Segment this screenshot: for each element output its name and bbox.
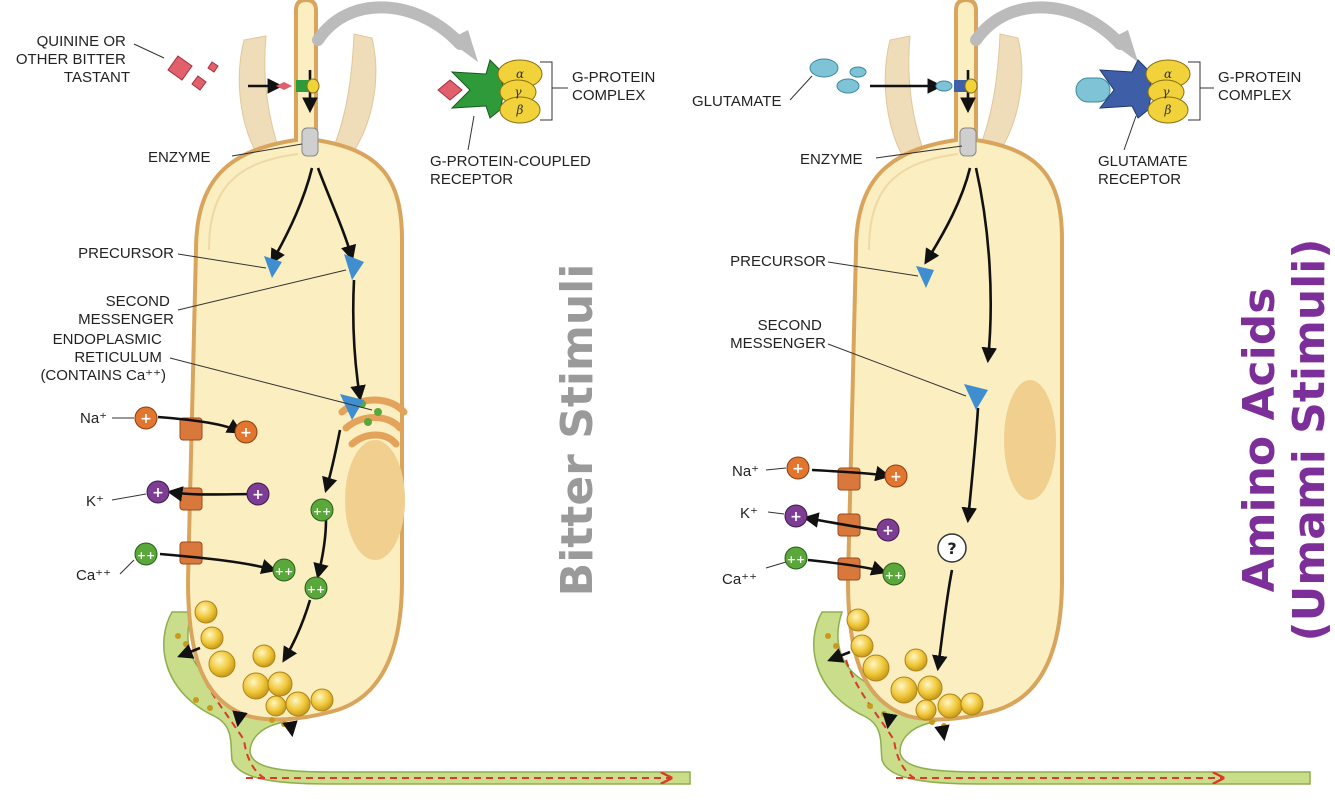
- label-tastant: QUININE OR OTHER BITTER TASTANT: [16, 33, 130, 86]
- ion-na: +: [885, 465, 907, 487]
- ion-na: +: [235, 421, 257, 443]
- ion-ca: ++: [135, 543, 157, 565]
- label-k: K⁺: [86, 493, 104, 510]
- svg-text:+: +: [790, 509, 802, 525]
- label-precursor: PRECURSOR: [730, 253, 826, 270]
- ion-na: +: [787, 457, 809, 479]
- svg-text:β: β: [516, 103, 524, 117]
- ion-ca: ++: [883, 563, 905, 585]
- svg-text:β: β: [1164, 103, 1172, 117]
- enzyme: [302, 128, 318, 156]
- label-glutamate: GLUTAMATE: [692, 93, 781, 110]
- label-na: Na⁺: [80, 410, 107, 427]
- taste-hair: [885, 36, 926, 162]
- unknown-mark: ?: [947, 539, 956, 558]
- label-messenger: SECOND MESSENGER: [730, 317, 826, 352]
- label-gprotein: G-PROTEIN COMPLEX: [1218, 69, 1306, 104]
- umami-panel: + + + + ++ ++ ?: [692, 0, 1335, 784]
- ion-na: +: [135, 407, 157, 429]
- svg-text:+: +: [882, 523, 894, 539]
- svg-text:+: +: [140, 411, 152, 427]
- svg-text:+: +: [252, 487, 264, 503]
- ion-k: +: [877, 519, 899, 541]
- ion-k: +: [147, 481, 169, 503]
- bitter-panel: + + + + ++ ++ ++ ++: [16, 0, 690, 784]
- ion-k: +: [247, 483, 269, 505]
- svg-text:γ: γ: [1162, 85, 1170, 99]
- gprotein-inset: α γ β: [438, 60, 568, 123]
- panel-title-umami-sub: (Umami Stimuli): [1284, 239, 1335, 642]
- label-receptor: G-PROTEIN-COUPLED RECEPTOR: [430, 153, 595, 188]
- glutamate-molecules: [810, 59, 866, 93]
- panel-title-bitter: Bitter Stimuli: [552, 264, 603, 597]
- nucleus: [345, 440, 405, 560]
- bitter-tastant: [168, 56, 218, 90]
- ion-k: +: [785, 505, 807, 527]
- label-gprotein: G-PROTEIN COMPLEX: [572, 69, 660, 104]
- svg-text:++: ++: [313, 505, 331, 518]
- nucleus: [1004, 380, 1056, 500]
- ion-ca: ++: [305, 577, 327, 599]
- enzyme: [960, 128, 976, 156]
- svg-text:+: +: [240, 425, 252, 441]
- label-na: Na⁺: [732, 463, 759, 480]
- svg-text:++: ++: [787, 553, 805, 566]
- ion-ca: ++: [311, 499, 333, 521]
- svg-text:γ: γ: [514, 85, 522, 99]
- ion-ca: ++: [785, 547, 807, 569]
- svg-text:+: +: [152, 485, 164, 501]
- svg-text:++: ++: [885, 569, 903, 582]
- svg-text:++: ++: [307, 583, 325, 596]
- svg-text:+: +: [792, 461, 804, 477]
- label-er: ENDOPLASMIC RETICULUM (CONTAINS Ca⁺⁺): [40, 331, 166, 384]
- label-enzyme: ENZYME: [148, 149, 211, 166]
- label-messenger: SECOND MESSENGER: [78, 293, 174, 328]
- svg-text:α: α: [1164, 67, 1172, 81]
- svg-text:α: α: [516, 67, 524, 81]
- ion-channels: [180, 418, 202, 564]
- label-k: K⁺: [740, 505, 758, 522]
- svg-text:++: ++: [275, 565, 293, 578]
- label-enzyme: ENZYME: [800, 151, 863, 168]
- svg-text:+: +: [890, 469, 902, 485]
- label-ca: Ca⁺⁺: [76, 567, 111, 584]
- ion-ca: ++: [273, 559, 295, 581]
- svg-text:++: ++: [137, 549, 155, 562]
- panel-title-umami: Amino Acids: [1234, 288, 1285, 593]
- gprotein-inset: α γ β: [1076, 60, 1214, 123]
- label-ca: Ca⁺⁺: [722, 571, 757, 588]
- label-receptor: GLUTAMATE RECEPTOR: [1098, 153, 1192, 188]
- taste-cell: [848, 0, 1062, 719]
- label-precursor: PRECURSOR: [78, 245, 174, 262]
